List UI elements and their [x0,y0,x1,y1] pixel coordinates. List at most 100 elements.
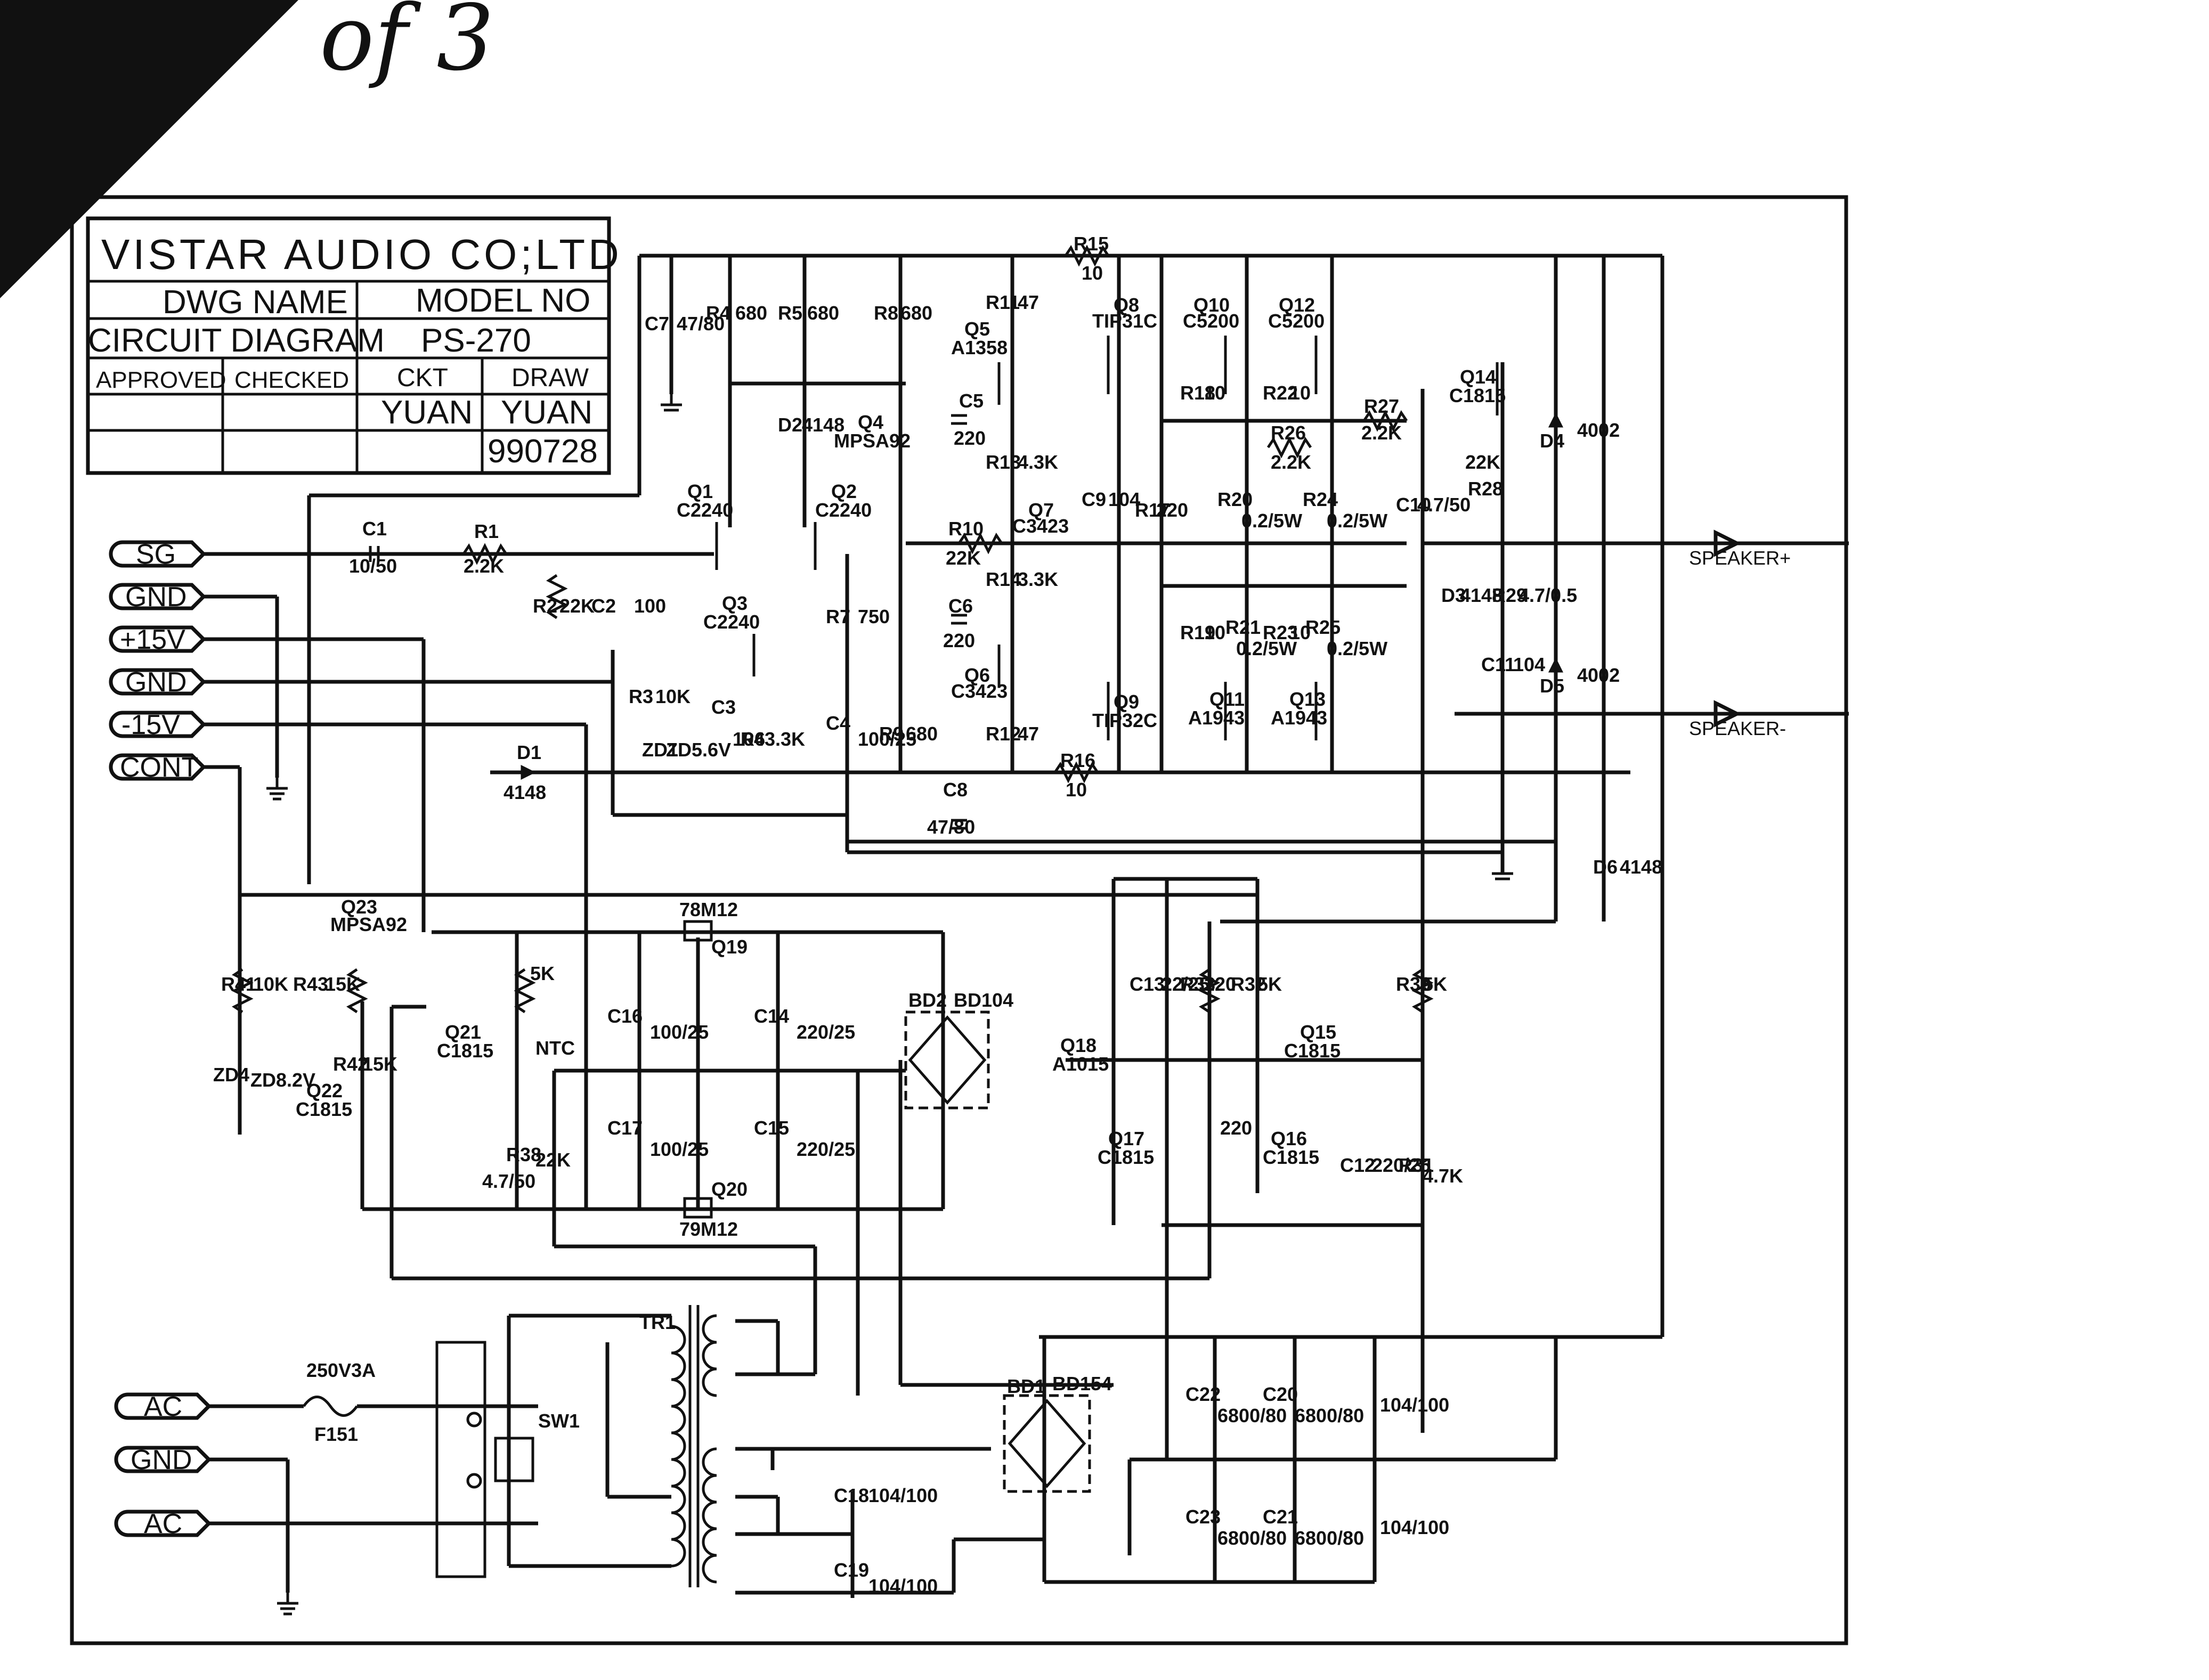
label-r16: R16 [1060,749,1095,771]
date-value: 990728 [488,433,598,470]
label-r12: R12 [986,723,1021,745]
label-q3-type: C2240 [703,611,760,633]
label-sw1: SW1 [538,1410,580,1432]
label-c10: C10 [1396,494,1431,516]
label-d1: D1 [517,741,541,763]
label-c15: C15 [754,1117,789,1139]
label-bd2: BD2 [908,989,947,1011]
label-q21: Q21 [445,1021,481,1043]
label-tr1: TR1 [639,1311,676,1333]
label-78m12: 78M12 [679,899,738,920]
label-zd1-value: ZD5.6V [666,739,731,761]
label-r10-value: 22K [946,547,981,569]
label-r27-value: 2.2K [1361,422,1402,444]
label-r19-value: 10 [1204,622,1225,643]
label-r30-value: 5K [1423,973,1447,995]
port-gnd: GND [125,582,187,613]
label-r22: R22 [1263,382,1298,404]
label-q7: Q7 [1028,499,1054,521]
label-q7-type: C3423 [1012,515,1069,537]
label-r42: R42 [333,1053,368,1075]
port-minus15v: -15V [121,709,180,740]
label-r8-value: 680 [900,302,932,324]
label-q18-type: A1015 [1052,1053,1109,1075]
company-name: VISTAR AUDIO CO;LTD [101,231,622,278]
label-d5: D5 [1540,675,1564,697]
label-d5-value: 4002 [1577,664,1620,686]
label-q18: Q18 [1060,1034,1097,1056]
label-r14-value: 3.3K [1018,568,1058,590]
label-d4: D4 [1540,430,1564,452]
label-q2: Q2 [831,480,857,502]
label-c5: C5 [959,390,984,412]
label-r21-value: 0.2/5W [1236,638,1297,659]
label-fuse: 250V3A [306,1359,376,1381]
port-cont: CONT [120,752,198,783]
label-r38: R38 [506,1144,541,1165]
label-c8: C8 [943,779,968,801]
label-r17-value: 220 [1156,499,1188,521]
label-c7: C7 [645,313,669,335]
label-r11: R11 [986,291,1020,313]
label-c4-value: 100/25 [858,728,916,750]
label-r20-value: 0.2/5W [1241,510,1302,532]
label-c5-value: 220 [954,427,986,449]
label-r25: R25 [1305,616,1341,638]
label-r7-value: 750 [858,606,890,627]
label-c3: C3 [711,696,736,718]
label-c16: C16 [607,1005,643,1027]
label-c18-value: 104/100 [868,1485,938,1506]
label-c24-value: 104/100 [1380,1394,1449,1416]
label-q23: Q23 [341,896,377,918]
label-r6: R6 [741,728,765,750]
scan-corner-shadow [0,0,298,298]
draw-label: DRAW [511,364,589,392]
label-r13-value: 4.3K [1018,451,1058,473]
label-r2: R2 [533,595,557,617]
label-q15-type: C1815 [1284,1040,1341,1062]
label-c13: C13 [1130,973,1165,995]
label-d2-value: 4148 [802,414,844,436]
label-c21: C21 [1263,1506,1298,1528]
label-zd4: ZD4 [213,1064,249,1086]
label-79m12: 79M12 [679,1218,738,1240]
label-r15: R15 [1074,233,1109,255]
label-c13-value: 22/25 [1162,973,1209,995]
label-c11: C11 [1481,654,1515,675]
label-r26: R26 [1271,422,1306,444]
label-r33-value: 220 [1204,973,1236,995]
input-ports: SG GND +15V GND -15V CONT AC GND AC [109,539,212,1539]
label-d3: D3 [1441,584,1466,606]
label-c8-value: 47/80 [927,816,975,838]
label-q19: Q19 [711,936,748,958]
label-q15: Q15 [1300,1021,1336,1043]
label-r13: R13 [986,451,1021,473]
title-block: VISTAR AUDIO CO;LTD DWG NAME MODEL NO CI… [86,216,622,475]
label-r9-value: 680 [906,723,938,745]
label-c9: C9 [1082,488,1106,510]
label-r23-value: 10 [1289,622,1311,643]
label-c15-value: 220/25 [797,1138,855,1160]
label-c16-value: 100/25 [650,1021,709,1043]
label-q2-type: C2240 [815,499,872,521]
draw-value: YUAN [501,394,592,431]
label-r31-value: 4.7K [1423,1165,1463,1187]
label-r14: R14 [986,568,1021,590]
label-c23-value: 6800/80 [1217,1527,1287,1549]
label-bd1: BD1 [1007,1375,1045,1397]
label-r10: R10 [948,518,984,540]
label-r38-value: 22K [535,1149,571,1171]
label-c11-value: 104 [1513,654,1545,675]
label-q23-type: MPSA92 [330,914,407,935]
label-q4-type: MPSA92 [834,430,911,452]
label-r3: R3 [629,686,653,707]
label-r16-value: 10 [1066,779,1087,801]
label-c12: C12 [1340,1154,1375,1176]
label-r22-value: 10 [1289,382,1311,404]
label-r34-value: 220 [1220,1117,1252,1139]
label-f151: F151 [314,1423,358,1445]
label-q5: Q5 [964,318,990,340]
speaker-plus-label: SPEAKER+ [1689,547,1791,569]
label-c14-value: 220/25 [797,1021,855,1043]
label-q20: Q20 [711,1178,748,1200]
